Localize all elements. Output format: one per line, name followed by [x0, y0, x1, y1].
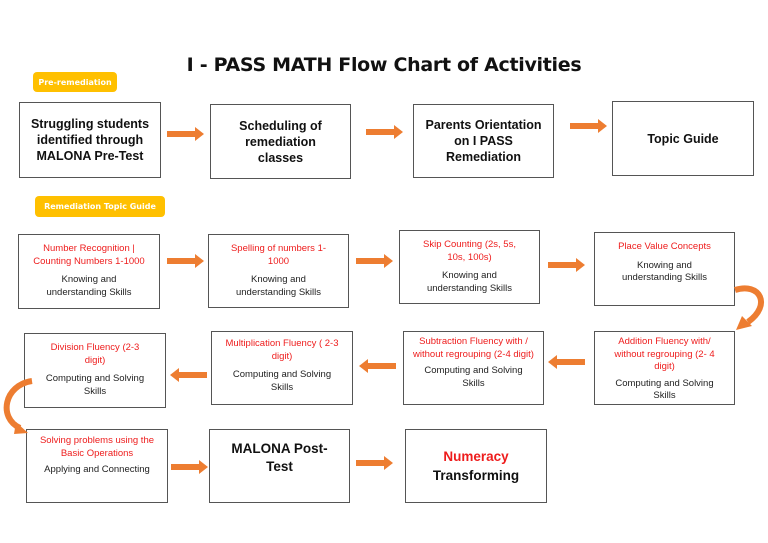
step-struggling-students: Struggling students identified through M…: [19, 102, 161, 178]
arrow-right-icon: [548, 258, 585, 272]
topic-title: Addition Fluency with/ without regroupin…: [614, 336, 715, 372]
remediation-topic-guide-tag: Remediation Topic Guide: [35, 196, 165, 217]
step-text: Struggling students identified through M…: [30, 117, 150, 163]
topic-skill: Knowing and understanding Skills: [46, 274, 132, 298]
topic-title: Division Fluency (2-3 digit): [50, 342, 140, 366]
arrow-right-icon: [171, 460, 208, 474]
step-topic-guide: Topic Guide: [612, 101, 754, 176]
arrow-right-icon: [167, 254, 204, 268]
arrow-right-icon: [570, 119, 607, 133]
arrow-left-icon: [359, 359, 396, 373]
topic-title: Solving problems using the Basic Operati…: [39, 435, 155, 459]
step-outcome: Numeracy Transforming: [405, 429, 547, 503]
topic-title: Subtraction Fluency with / without regro…: [413, 336, 534, 360]
topic-skill: Computing and Solving Skills: [615, 377, 714, 402]
topic-addition-fluency: Addition Fluency with/ without regroupin…: [594, 331, 735, 405]
topic-skill: Computing and Solving Skills: [45, 373, 145, 397]
topic-division-fluency: Division Fluency (2-3 digit) Computing a…: [24, 333, 166, 408]
step-text: MALONA Post-Test: [231, 441, 328, 474]
step-scheduling: Scheduling of remediation classes: [210, 104, 351, 179]
topic-spelling-numbers: Spelling of numbers 1-1000 Knowing and u…: [208, 234, 349, 308]
topic-skill: Knowing and understanding Skills: [621, 259, 708, 284]
topic-multiplication-fluency: Multiplication Fluency ( 2-3 digit) Comp…: [211, 331, 353, 405]
topic-subtraction-fluency: Subtraction Fluency with / without regro…: [403, 331, 544, 405]
topic-skill: Computing and Solving Skills: [424, 365, 523, 389]
topic-skill: Knowing and understanding Skills: [426, 270, 513, 294]
step-parents-orientation: Parents Orientation on I PASS Remediatio…: [413, 104, 554, 178]
arrow-right-icon: [356, 456, 393, 470]
arrow-right-icon: [167, 127, 204, 141]
topic-number-recognition: Number Recognition | Counting Numbers 1-…: [18, 234, 160, 309]
topic-skip-counting: Skip Counting (2s, 5s, 10s, 100s) Knowin…: [399, 230, 540, 304]
topic-title: Number Recognition | Counting Numbers 1-…: [33, 243, 145, 267]
arrow-right-icon: [366, 125, 403, 139]
curved-arrow-down-icon: [734, 285, 764, 330]
topic-title: Spelling of numbers 1-1000: [230, 243, 327, 267]
page-title: I - PASS MATH Flow Chart of Activities: [186, 54, 582, 76]
topic-place-value: Place Value Concepts Knowing and underst…: [594, 232, 735, 306]
step-text: Topic Guide: [647, 131, 719, 146]
pre-remediation-tag: Pre-remediation: [33, 72, 117, 92]
outcome-highlight: Numeracy: [443, 449, 509, 464]
arrow-right-icon: [356, 254, 393, 268]
topic-solving-problems: Solving problems using the Basic Operati…: [26, 429, 168, 503]
topic-skill: Applying and Connecting: [44, 464, 150, 475]
topic-title: Multiplication Fluency ( 2-3 digit): [225, 338, 339, 362]
step-post-test: MALONA Post-Test: [209, 429, 350, 503]
curved-arrow-down-icon: [3, 378, 33, 434]
arrow-left-icon: [548, 355, 585, 369]
step-text: Parents Orientation on I PASS Remediatio…: [425, 118, 542, 164]
arrow-left-icon: [170, 368, 207, 382]
step-text: Scheduling of remediation classes: [239, 118, 322, 165]
outcome-text: Transforming: [432, 468, 520, 483]
topic-title: Skip Counting (2s, 5s, 10s, 100s): [423, 239, 516, 263]
topic-skill: Knowing and understanding Skills: [235, 274, 322, 298]
topic-title: Place Value Concepts: [618, 241, 711, 252]
topic-skill: Computing and Solving Skills: [232, 369, 332, 393]
